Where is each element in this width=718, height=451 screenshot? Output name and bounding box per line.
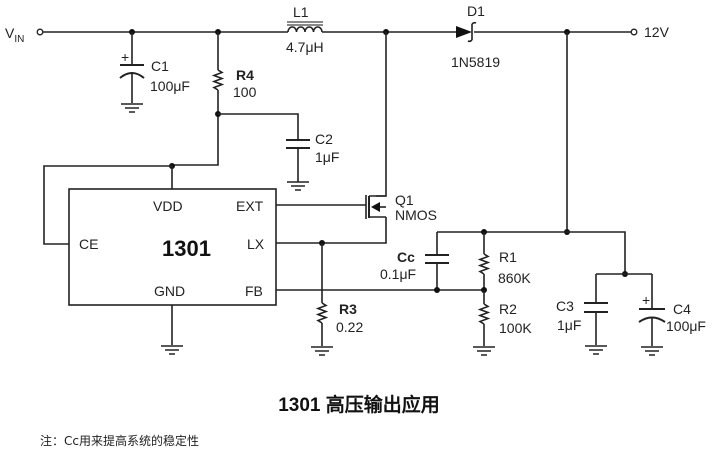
arrow	[371, 202, 380, 212]
ground-icon	[161, 345, 183, 355]
resistor-zigzag	[477, 303, 491, 325]
c3-ref: C3	[556, 298, 574, 314]
wire	[218, 113, 299, 140]
nmos-q1: Q1 NMOS	[276, 192, 437, 223]
ic-1301: VDD EXT CE LX GND FB 1301	[68, 188, 277, 306]
schottky-bar	[467, 21, 477, 43]
wire-source-lx	[276, 217, 387, 244]
r3-ref: R3	[339, 301, 357, 317]
resistor-zigzag	[211, 69, 225, 91]
pin-gnd: GND	[154, 283, 185, 299]
plus-sign: +	[121, 49, 129, 65]
vin-terminal-circle	[36, 28, 44, 36]
wire-vdd-to-ce	[43, 165, 172, 245]
r2-ref: R2	[499, 301, 517, 317]
output-terminal-circle	[630, 28, 638, 36]
d1-value: 1N5819	[451, 54, 500, 70]
vin-terminal: VIN	[5, 25, 44, 45]
c1-value: 100μF	[150, 78, 190, 94]
resistor-r2: R2 100K	[473, 287, 532, 356]
pin-ce: CE	[79, 236, 98, 252]
ground-icon	[311, 346, 333, 356]
junction-dot	[434, 287, 440, 293]
output-label: 12V	[644, 24, 670, 40]
capacitor-c3: C3 1μF	[556, 274, 608, 355]
diode-d1: D1 1N5819	[451, 3, 500, 70]
ground-icon	[121, 103, 143, 113]
r3-value: 0.22	[336, 319, 363, 335]
wire	[172, 90, 219, 166]
resistor-r3: R3 0.22	[311, 240, 363, 356]
vin-label: VIN	[5, 25, 24, 45]
r1-value: 860K	[498, 270, 531, 286]
l1-value: 4.7μH	[286, 39, 324, 55]
output-terminal: 12V	[630, 24, 670, 40]
capacitor-c4: + C4 100μF	[638, 274, 706, 356]
ground-icon	[473, 346, 495, 356]
ground-icon	[585, 345, 607, 355]
ic-body	[68, 188, 277, 306]
q1-value: NMOS	[395, 207, 437, 223]
pin-lx: LX	[247, 236, 265, 252]
r1-ref: R1	[499, 249, 517, 265]
inductor-l1: L1 4.7μH	[286, 4, 324, 55]
l1-ref: L1	[293, 4, 309, 20]
inductor-coil	[287, 26, 323, 33]
cc-value: 0.1μF	[380, 266, 416, 282]
cc-ref: Cc	[397, 249, 415, 265]
resistor-r4: R4 100	[172, 29, 257, 166]
c2-ref: C2	[315, 131, 333, 147]
capacitor-c1: + C1 100μF	[119, 29, 190, 113]
resistor-r1: R1 860K	[477, 229, 531, 290]
ground-icon	[287, 181, 309, 191]
pin-ext: EXT	[236, 198, 264, 214]
c2-value: 1μF	[315, 149, 339, 165]
plus-sign: +	[642, 292, 650, 308]
capacitor-cc: Cc 0.1μF	[380, 232, 449, 293]
c1-ref: C1	[151, 58, 169, 74]
r4-value: 100	[233, 84, 257, 100]
ground-icon	[641, 346, 663, 356]
c4-value: 100μF	[666, 318, 706, 334]
wire-drain	[376, 32, 387, 197]
pin-vdd: VDD	[153, 198, 183, 214]
ic-name: 1301	[162, 236, 211, 261]
d1-ref: D1	[467, 3, 485, 19]
figure-caption: 1301 高压输出应用	[278, 395, 440, 416]
wire	[369, 195, 386, 218]
r4-ref: R4	[236, 67, 254, 83]
resistor-zigzag	[315, 302, 329, 324]
pin-fb: FB	[245, 283, 263, 299]
r2-value: 100K	[499, 320, 532, 336]
resistor-zigzag	[477, 253, 491, 275]
capacitor-c2: C2 1μF	[218, 113, 339, 191]
q1-ref: Q1	[395, 192, 414, 208]
figure-note: 注：Cc用来提高系统的稳定性	[40, 434, 199, 448]
diode-triangle	[456, 26, 472, 38]
wire-fb-rail	[437, 231, 626, 274]
c3-value: 1μF	[557, 317, 581, 333]
c4-ref: C4	[673, 301, 691, 317]
